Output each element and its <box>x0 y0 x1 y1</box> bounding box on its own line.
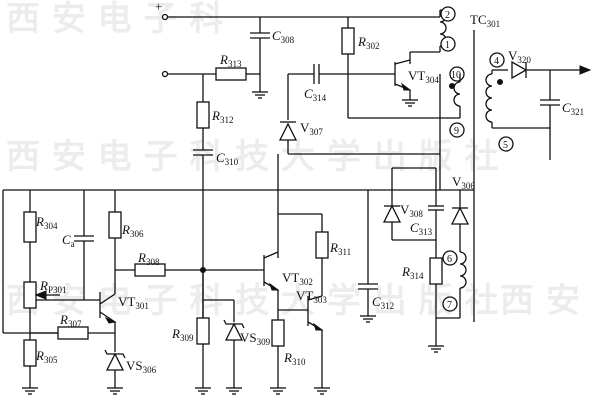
diode-v308: V308 <box>382 167 436 241</box>
pin-7: 7 <box>447 300 452 311</box>
r309-label: R309 <box>171 326 194 343</box>
c321-label: C321 <box>562 100 584 117</box>
watermark-row-3: 西 安 电 子 科 技 大 学 出 版 社 <box>6 281 498 321</box>
v308-label: V308 <box>400 202 423 219</box>
potentiometer-rp301: RP301 <box>23 278 66 340</box>
resistor-r312: R312 <box>196 74 233 150</box>
r308-label: R308 <box>137 250 160 267</box>
watermark-row-4: 西 安 <box>500 281 580 321</box>
capacitor-c314: C314 <box>288 64 348 103</box>
resistor-r306: R306 <box>108 190 144 290</box>
vt302-label: VT302 <box>282 270 313 287</box>
resistor-r314: R314 <box>401 257 444 353</box>
supply-rail: + <box>155 0 440 21</box>
capacitor-c313: C313 <box>410 168 444 258</box>
transistor-vt304: VT304 <box>348 52 439 107</box>
transformer-winding-bias: 6 7 <box>436 250 467 319</box>
r310-label: R310 <box>283 350 306 367</box>
v306-label: V306 <box>452 174 475 191</box>
c312-label: C312 <box>372 294 394 311</box>
ca-label: Ca <box>62 232 75 249</box>
resistor-r309: R309 <box>171 267 211 395</box>
zener-vs309: VS309 <box>203 299 271 395</box>
resistor-r305: R305 <box>22 339 58 395</box>
resistor-r310: R310 <box>270 310 306 395</box>
c310-label: C310 <box>216 150 239 167</box>
r314-label: R314 <box>401 264 424 281</box>
r311-label: R311 <box>329 240 351 257</box>
pin-2: 2 <box>445 10 450 21</box>
vt304-label: VT304 <box>408 68 439 85</box>
transistor-vt301: VT301 <box>30 290 149 352</box>
watermark-row-1: 西 安 电 子 科 <box>6 0 223 39</box>
resistor-r304: R304 <box>23 190 58 282</box>
resistor-r307: R307 <box>30 312 115 340</box>
r305-label: R305 <box>35 348 58 365</box>
tc301-label: TC301 <box>470 12 500 29</box>
diode-v306: V306 <box>450 174 475 252</box>
transformer-winding-feedback: 10 9 <box>348 66 465 190</box>
c308-label: C308 <box>272 28 295 45</box>
v320-label: V320 <box>508 48 531 65</box>
r304-label: R304 <box>35 214 58 231</box>
pin-6: 6 <box>447 254 452 265</box>
resistor-r302: R302 <box>341 17 379 118</box>
vt303-label: VT303 <box>296 288 327 305</box>
capacitor-ca: Ca <box>62 190 94 300</box>
secondary-output: 4 5 V320 C321 <box>485 48 592 160</box>
transistor-vt302: VT302 <box>203 154 313 310</box>
pin-4: 4 <box>494 56 499 67</box>
vs306-label: VS306 <box>126 358 157 375</box>
watermark: 西 安 电 子 科 西 安 电 子 科 技 大 学 出 版 社 西 安 电 子 … <box>6 0 580 321</box>
capacitor-c308: C308 <box>250 17 295 99</box>
v307-label: V307 <box>300 120 323 137</box>
vt301-label: VT301 <box>118 294 149 311</box>
capacitor-c312: C312 <box>358 190 394 323</box>
r302-label: R302 <box>357 34 379 51</box>
r307-label: R307 <box>59 312 82 329</box>
c313-label: C313 <box>410 220 433 237</box>
pin-1: 1 <box>445 40 450 51</box>
watermark-row-2: 西 安 电 子 科 技 大 学 出 版 社 <box>6 137 498 177</box>
pin-9: 9 <box>454 126 459 137</box>
rp301-label: RP301 <box>39 278 66 295</box>
r313-label: R313 <box>219 52 242 69</box>
pin-5: 5 <box>503 140 508 151</box>
resistor-r308: R308 <box>115 250 203 277</box>
transistor-vt303: VT303 <box>278 288 330 395</box>
plus-terminal-label: + <box>155 0 162 14</box>
resistor-r311: R311 <box>278 213 351 296</box>
pin-10: 10 <box>451 70 461 81</box>
resistor-r313: R313 <box>161 52 260 81</box>
r306-label: R306 <box>121 222 144 239</box>
capacitor-c310: C310 <box>193 149 239 388</box>
c314-label: C314 <box>304 86 327 103</box>
diode-v307: V307 <box>278 74 440 155</box>
zener-vs306: VS306 <box>104 349 157 395</box>
r312-label: R312 <box>211 108 233 125</box>
vs309-label: VS309 <box>240 330 271 347</box>
transformer-primary-top: 2 1 TC301 <box>410 6 500 53</box>
